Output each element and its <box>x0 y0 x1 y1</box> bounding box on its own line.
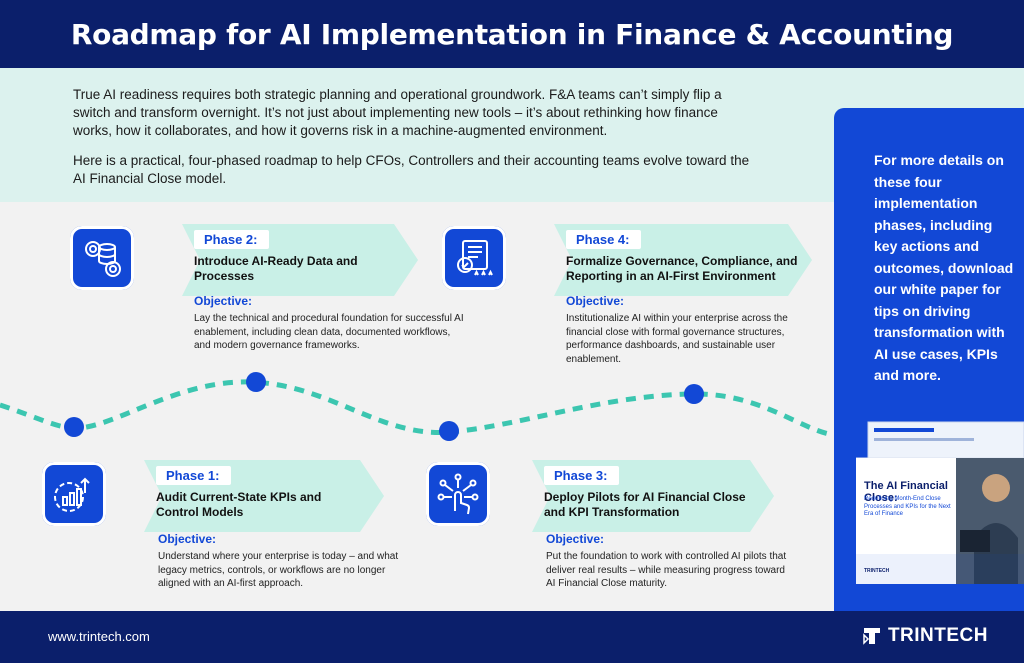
phase-4-banner: Phase 4: Formalize Governance, Complianc… <box>554 224 812 296</box>
certificate-document-icon <box>442 226 506 290</box>
page-title: Roadmap for AI Implementation in Finance… <box>70 17 954 51</box>
phase-4-description: Institutionalize AI within your enterpri… <box>566 313 788 365</box>
wave-dot-2 <box>246 372 266 392</box>
phase-4-objective-label: Objective: <box>566 294 625 308</box>
white-paper-cover <box>855 421 1024 585</box>
trintech-logo-text: TRINTECH <box>887 625 988 646</box>
phase-3-title: Deploy Pilots for AI Financial Close and… <box>544 490 746 519</box>
database-gear-icon <box>70 226 134 290</box>
phase-1-description: Understand where your enterprise is toda… <box>158 551 399 589</box>
phase-1-title: Audit Current-State KPIs and Control Mod… <box>156 490 322 519</box>
trintech-logo: TRINTECH <box>862 625 988 647</box>
wave-dot-3 <box>439 421 459 441</box>
phase-3-tag: Phase 3: <box>544 466 620 485</box>
wave-path <box>0 379 834 438</box>
phase-2-banner: Phase 2: Introduce AI-Ready Data and Pro… <box>182 224 418 296</box>
phase-1-objective-label: Objective: <box>158 532 217 546</box>
phase-4-tag: Phase 4: <box>566 230 642 249</box>
website-link[interactable]: www.trintech.com <box>48 629 150 644</box>
header: Roadmap for AI Implementation in Finance… <box>0 0 1024 68</box>
phase-4-title: Formalize Governance, Compliance, and Re… <box>566 254 798 283</box>
phase-2-objective-label: Objective: <box>194 294 253 308</box>
touch-network-icon <box>426 462 490 526</box>
phase-2-title: Introduce AI-Ready Data and Processes <box>194 254 358 283</box>
phase-3-banner: Phase 3: Deploy Pilots for AI Financial … <box>532 460 774 532</box>
side-panel-text: For more details on these four implement… <box>874 152 1014 383</box>
intro-paragraph-2: Here is a practical, four-phased roadmap… <box>73 153 750 186</box>
footer: www.trintech.com TRINTECH <box>0 611 1024 663</box>
phase-1-banner: Phase 1: Audit Current-State KPIs and Co… <box>144 460 384 532</box>
wave-dot-4 <box>684 384 704 404</box>
phase-1-tag: Phase 1: <box>156 466 232 485</box>
white-paper-brand: TRINTECH <box>864 568 890 574</box>
white-paper-title: The AI Financial Close: <box>864 480 948 504</box>
intro-paragraph-1: True AI readiness requires both strategi… <box>73 87 722 138</box>
trintech-logo-mark-icon <box>863 628 880 645</box>
white-paper-thumbnail[interactable]: The AI Financial Close: Redefining Month… <box>855 418 1024 585</box>
phase-2-tag: Phase 2: <box>194 230 270 249</box>
roadmap-wave <box>0 372 834 441</box>
phase-3-description: Put the foundation to work with controll… <box>546 551 787 589</box>
wave-dot-1 <box>64 417 84 437</box>
phase-2-description: Lay the technical and procedural foundat… <box>194 313 464 351</box>
phase-3-objective-label: Objective: <box>546 532 605 546</box>
chart-gear-icon <box>42 462 106 526</box>
white-paper-subtitle: Redefining Month-End Close Processes and… <box>864 496 951 517</box>
